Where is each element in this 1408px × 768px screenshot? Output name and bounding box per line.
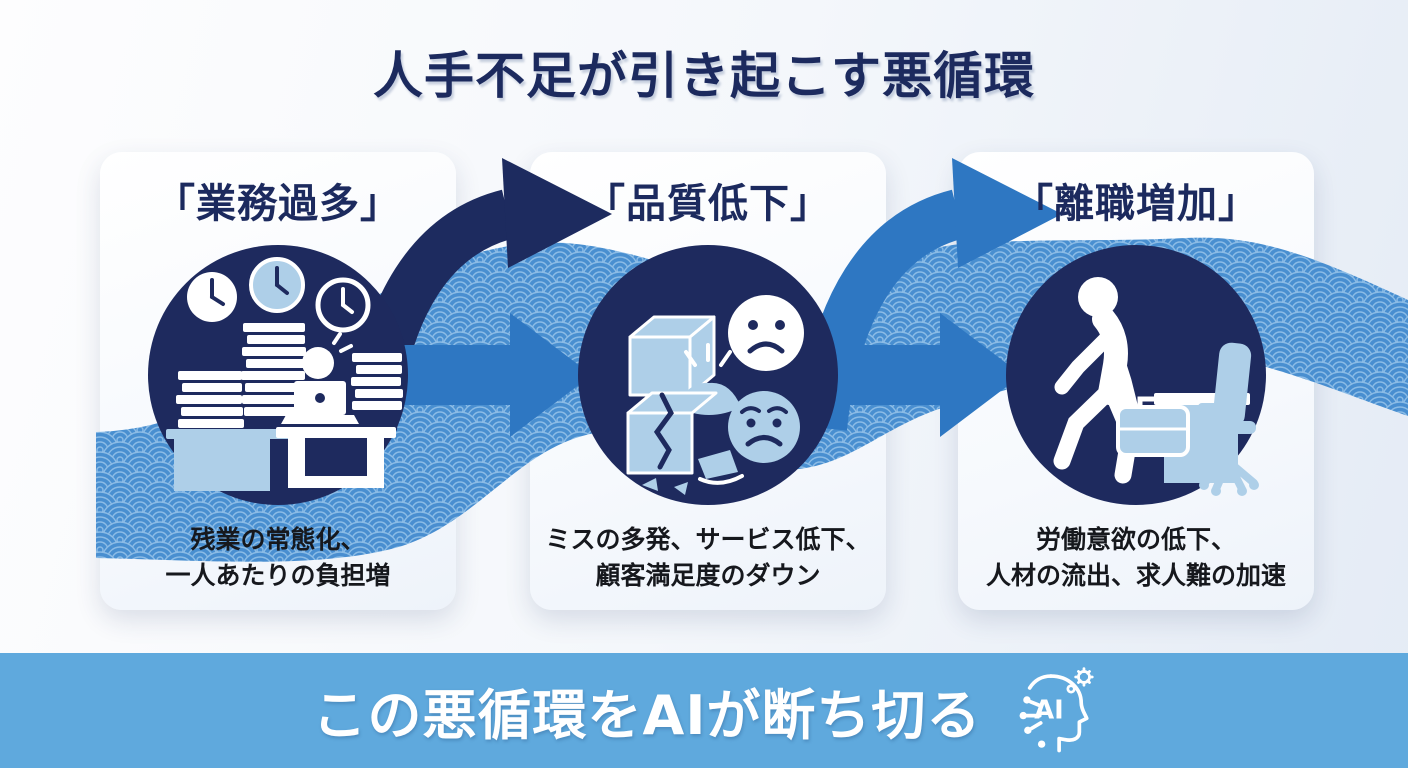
card3-description-line1: 労働意欲の低下、 bbox=[1035, 525, 1236, 554]
card3-description-line2: 人材の流出、求人難の加速 bbox=[985, 560, 1286, 590]
card2-description: ミスの多発、サービス低下、 顧客満足度のダウン bbox=[538, 522, 878, 593]
card3-description: 労働意欲の低下、 人材の流出、求人難の加速 bbox=[966, 522, 1306, 593]
card2-heading: 「品質低下」 bbox=[585, 181, 831, 227]
employee-leaving-desk-icon bbox=[1006, 245, 1266, 505]
card3-heading: 「離職増加」 bbox=[1013, 181, 1259, 227]
ai-solution-banner: この悪循環をAIが断ち切る AI bbox=[0, 653, 1408, 768]
card1-heading: 「業務過多」 bbox=[155, 181, 401, 227]
card1-description-line1: 残業の常態化、 bbox=[190, 525, 366, 554]
straight-arrow-1 bbox=[398, 313, 592, 437]
card2-description-line1: ミスの多発、サービス低下、 bbox=[545, 525, 871, 554]
card1-description-line2: 一人あたりの負担増 bbox=[165, 560, 391, 590]
straight-arrow-2 bbox=[828, 313, 1022, 437]
card1-description: 残業の常態化、 一人あたりの負担増 bbox=[108, 522, 448, 593]
banner-text: この悪循環をAIが断ち切る bbox=[312, 684, 982, 747]
page-title: 人手不足が引き起こす悪循環 bbox=[373, 47, 1035, 105]
card2-description-line2: 顧客満足度のダウン bbox=[595, 560, 821, 590]
damaged-goods-sad-faces-icon bbox=[578, 245, 838, 505]
svg-text:AI: AI bbox=[1035, 695, 1065, 725]
overwork-desk-clocks-icon bbox=[148, 245, 408, 505]
ai-head-circuit-icon: AI bbox=[1019, 666, 1095, 752]
